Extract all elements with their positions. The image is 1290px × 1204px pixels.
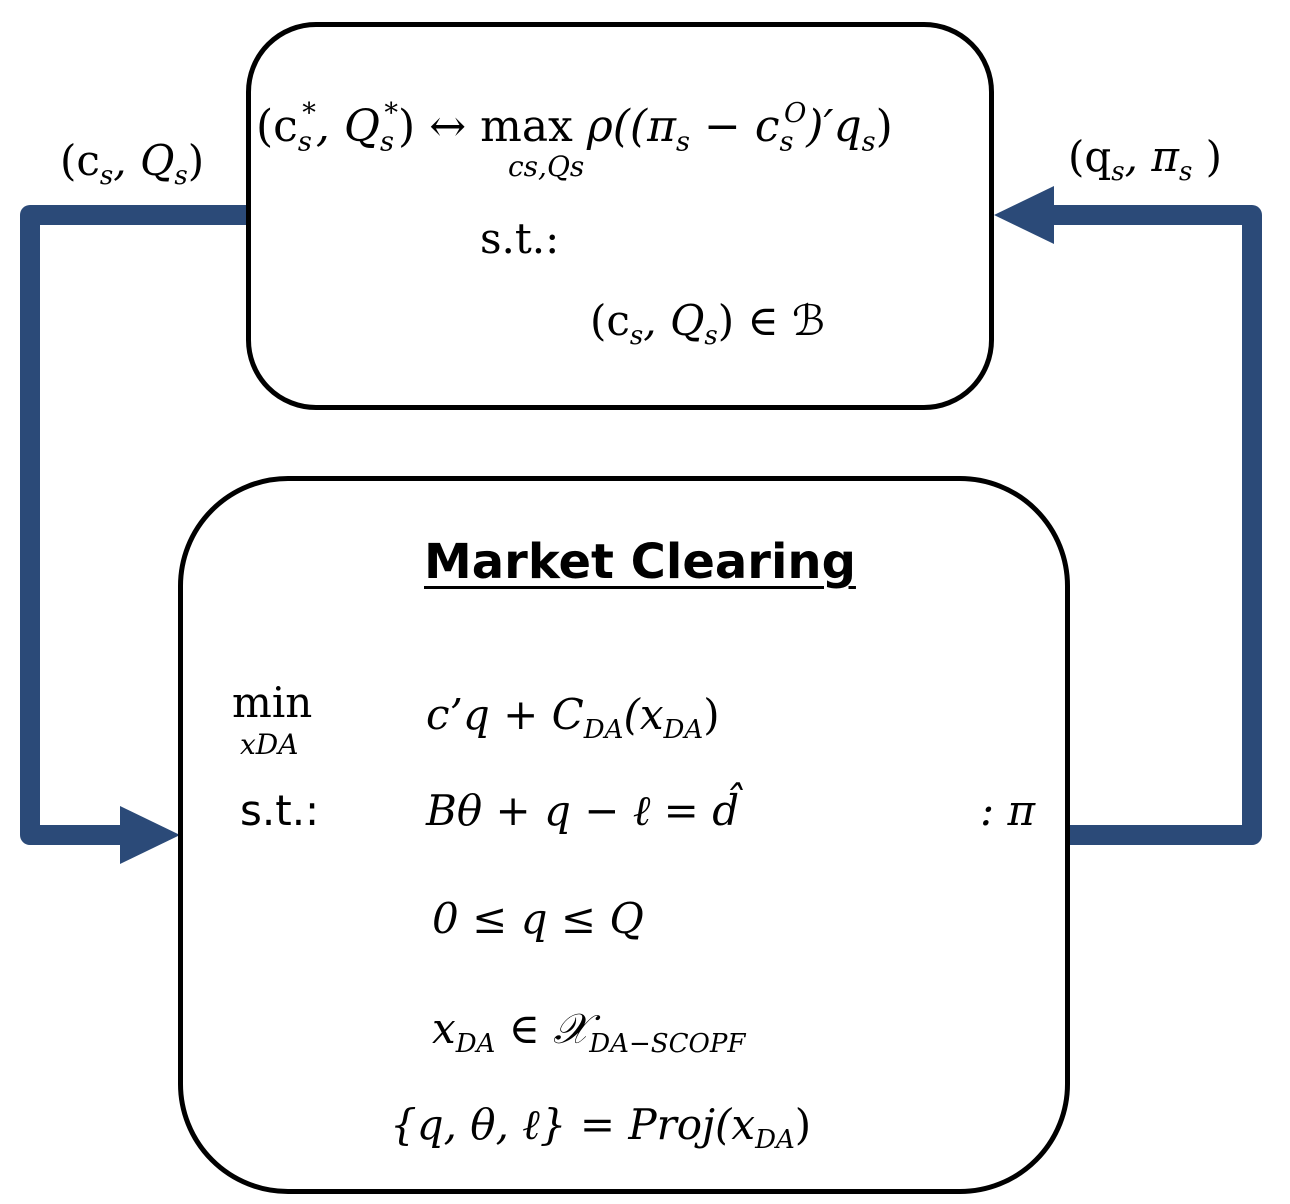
bidder-objective: (cs*, Qs*) ↔ max ρ((πs − csO)′qs) xyxy=(256,98,893,158)
clearing-st-label: s.t.: xyxy=(240,786,320,835)
clearing-balance-constraint: Bθ + q − ℓ = d̂ xyxy=(426,786,740,835)
right-edge-label: (qs, πs ) xyxy=(1068,132,1223,188)
clearing-dual-label: : π xyxy=(980,786,1036,835)
market-clearing-box xyxy=(178,476,1070,1194)
clearing-min-subscript: xDA xyxy=(240,728,299,761)
clearing-feasibility-constraint: xDA ∈ 𝒳DA−SCOPF xyxy=(432,1004,746,1060)
bidder-constraint: (cs, Qs) ∈ ℬ xyxy=(590,296,825,352)
clearing-min-label: min xyxy=(232,678,313,727)
left-flow-arrowhead xyxy=(120,806,180,864)
strategic-bidder-box xyxy=(246,22,994,410)
left-edge-label: (cs, Qs) xyxy=(60,136,205,192)
market-clearing-title: Market Clearing xyxy=(424,534,856,590)
clearing-bounds-constraint: 0 ≤ q ≤ Q xyxy=(432,894,644,943)
right-flow-arrowhead xyxy=(994,186,1054,244)
clearing-objective: c’q + CDA(xDA) xyxy=(426,690,720,746)
bidder-max-subscript: cs,Qs xyxy=(508,150,585,183)
clearing-projection-constraint: {q, θ, ℓ} = Proj(xDA) xyxy=(390,1100,812,1156)
bidder-st-label: s.t.: xyxy=(480,214,560,263)
left-flow-line xyxy=(20,205,248,845)
right-flow-line xyxy=(1048,205,1262,845)
